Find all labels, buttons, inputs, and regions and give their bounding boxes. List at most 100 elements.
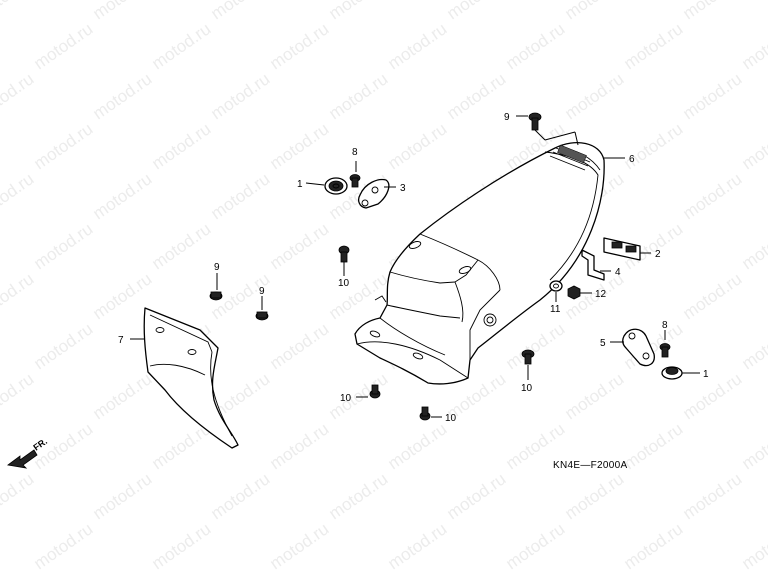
bolt-part-10-mid <box>521 349 535 365</box>
callout-8-upper: 8 <box>352 147 358 158</box>
watermark-text: motod.ru <box>0 269 37 323</box>
callout-6: 6 <box>629 154 635 165</box>
bolt-part-10-low-a <box>369 384 381 399</box>
watermark-text: motod.ru <box>148 219 214 273</box>
watermark-text: motod.ru <box>30 519 96 573</box>
leader-lines <box>130 115 700 418</box>
watermark-text: motod.ru <box>207 69 273 123</box>
watermark-text: motod.ru <box>620 519 686 573</box>
screw-part-9-top <box>528 112 542 131</box>
screw-part-8-upper <box>349 174 361 188</box>
watermark-text: motod.ru <box>0 69 37 123</box>
watermark-text: motod.ru <box>502 19 568 73</box>
bracket-part-5 <box>622 328 655 367</box>
bolt-part-10-low-b <box>419 406 431 421</box>
watermark-text: motod.ru <box>384 519 450 573</box>
watermark-text: motod.ru <box>325 469 391 523</box>
watermark-text: motod.ru <box>89 0 155 23</box>
watermark-text: motod.ru <box>679 269 745 323</box>
watermark-text: motod.ru <box>679 169 745 223</box>
callout-10-upper: 10 <box>338 278 350 289</box>
watermark-text: motod.ru <box>266 219 332 273</box>
watermark-text: motod.ru <box>0 169 37 223</box>
watermark-text: motod.ru <box>679 469 745 523</box>
bracket-part-3 <box>358 178 390 209</box>
callout-9-top: 9 <box>504 112 510 123</box>
watermark-text: motod.ru <box>738 419 768 473</box>
watermark-text: motod.ru <box>30 219 96 273</box>
watermark-text: motod.ru <box>620 19 686 73</box>
callout-11: 11 <box>550 304 561 315</box>
callout-9-left-b: 9 <box>259 286 265 297</box>
watermark-text: motod.ru <box>207 469 273 523</box>
watermark-text: motod.ru <box>30 119 96 173</box>
watermark-text: motod.ru <box>738 519 768 573</box>
watermark-text: motod.ru <box>30 19 96 73</box>
watermark-text: motod.ru <box>679 0 745 23</box>
callout-3: 3 <box>400 183 406 194</box>
watermark-text: motod.ru <box>148 19 214 73</box>
callout-10-mid: 10 <box>521 383 533 394</box>
grommet-part-lower <box>661 366 683 380</box>
mud-flap-part <box>143 307 239 449</box>
callout-9-left-a: 9 <box>214 262 220 273</box>
callout-labels: 1 1 2 3 4 5 6 7 8 8 9 9 9 10 10 10 10 11… <box>118 112 709 424</box>
watermark-text: motod.ru <box>148 519 214 573</box>
watermark-text: motod.ru <box>266 319 332 373</box>
grommet-part-upper <box>324 177 348 195</box>
screw-part-9-left-b <box>255 311 269 321</box>
callout-10-low-b: 10 <box>445 413 457 424</box>
watermark-text: motod.ru <box>679 369 745 423</box>
watermark-text: motod.ru <box>30 319 96 373</box>
watermark-text: motod.ru <box>443 0 509 23</box>
watermark-text: motod.ru <box>89 469 155 523</box>
watermark-text: motod.ru <box>0 0 37 23</box>
rear-fender-part <box>354 142 605 385</box>
watermark-text: motod.ru <box>207 169 273 223</box>
watermark-text: motod.ru <box>738 319 768 373</box>
watermark-text: motod.ru <box>738 219 768 273</box>
bracket-part-2 <box>603 237 641 261</box>
callout-2: 2 <box>655 249 661 260</box>
callout-12: 12 <box>595 289 607 300</box>
watermark-text: motod.ru <box>620 419 686 473</box>
bracket-part-4 <box>581 249 605 281</box>
watermark-text: motod.ru <box>561 69 627 123</box>
callout-8-lower: 8 <box>662 320 668 331</box>
watermark-text: motod.ru <box>325 369 391 423</box>
callout-1-upper: 1 <box>297 179 303 190</box>
watermark-text: motod.ru <box>89 369 155 423</box>
watermark-text: motod.ru <box>561 0 627 23</box>
watermark-text: motod.ru <box>443 69 509 123</box>
watermark-text: motod.ru <box>266 119 332 173</box>
watermark-text: motod.ru <box>266 519 332 573</box>
watermark-text: motod.ru <box>384 19 450 73</box>
watermark-text: motod.ru <box>679 69 745 123</box>
watermark-text: motod.ru <box>89 169 155 223</box>
callout-10-low-a: 10 <box>340 393 352 404</box>
arrow-left-icon <box>7 449 38 469</box>
watermark-text: motod.ru <box>384 419 450 473</box>
watermark-text: motod.ru <box>620 119 686 173</box>
watermark-text: motod.ru <box>89 69 155 123</box>
callout-7: 7 <box>118 335 124 346</box>
watermark-text: motod.ru <box>738 119 768 173</box>
callout-5: 5 <box>600 338 606 349</box>
nut-part-12 <box>567 285 581 300</box>
screw-part-8-lower <box>659 343 671 358</box>
watermark-text: motod.ru <box>266 419 332 473</box>
watermark-text: motod.ru <box>325 0 391 23</box>
fender-ribs <box>549 144 591 171</box>
watermark-text: motod.ru <box>502 519 568 573</box>
watermark-text: motod.ru <box>0 369 37 423</box>
watermark-text: motod.ru <box>561 469 627 523</box>
watermark-text: motod.ru <box>325 69 391 123</box>
watermark-text: motod.ru <box>384 119 450 173</box>
watermark-text: motod.ru <box>0 469 37 523</box>
nut-part-11 <box>549 280 563 292</box>
watermark-text: motod.ru <box>738 19 768 73</box>
watermark-text: motod.ru <box>502 319 568 373</box>
screw-part-9-left-a <box>209 291 223 301</box>
